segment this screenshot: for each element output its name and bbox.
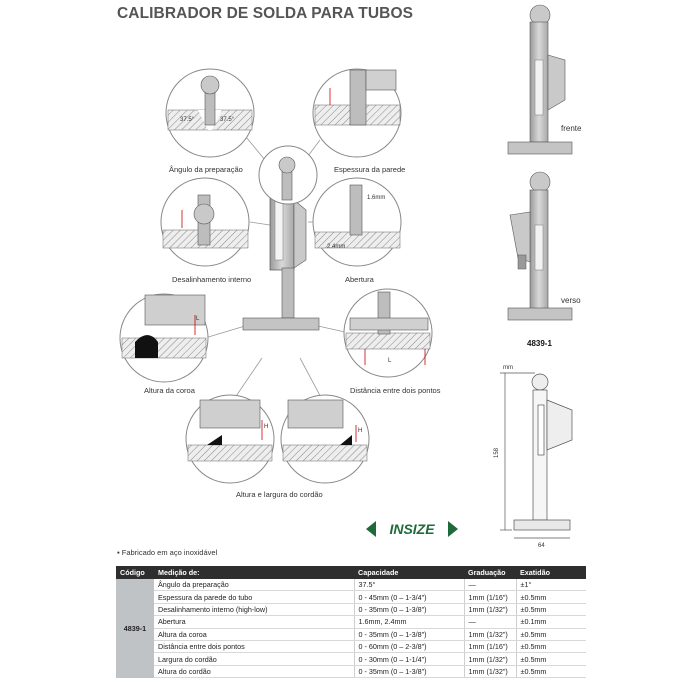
- insize-logo: INSIZE: [366, 521, 458, 537]
- bevel-angle-detail: [167, 75, 253, 131]
- center-gauge: [242, 189, 320, 331]
- row-capacity: 0 - 60mm (0 – 2-3/8"): [353, 640, 464, 654]
- product-model-label: 4839-1: [527, 339, 552, 348]
- row-graduation: 1mm (1/16"): [463, 640, 516, 654]
- row-capacity: 0 - 45mm (0 – 1-3/4"): [353, 590, 464, 604]
- row-measurement: Altura do cordão: [154, 665, 354, 679]
- distance-l-label: L: [388, 358, 392, 364]
- row-graduation: 1mm (1/32"): [463, 665, 516, 679]
- caption-distance: Distância entre dois pontos: [350, 386, 441, 395]
- table-row: Altura da coroa 0 - 35mm (0 – 1-3/8") 1m…: [116, 628, 586, 641]
- row-capacity: 0 - 30mm (0 – 1-1/4"): [353, 652, 464, 666]
- opening-top-label: 1.6mm: [367, 195, 385, 201]
- row-graduation: 1mm (1/16"): [463, 590, 516, 604]
- dimension-height: 158: [494, 447, 500, 458]
- row-capacity: 0 - 35mm (0 – 1-3/8"): [353, 628, 464, 641]
- table-row: Abertura 1.6mm, 2.4mm — ±0.1mm: [116, 615, 586, 629]
- opening-bottom-label: 2.4mm: [327, 244, 345, 250]
- caption-crown-height: Altura da coroa: [144, 386, 196, 395]
- header-code: Código: [116, 566, 154, 579]
- material-note-text: Fabricado em aço inoxidável: [121, 548, 218, 557]
- row-graduation: —: [463, 579, 516, 592]
- row-accuracy: ±0.5mm: [515, 590, 586, 604]
- row-measurement: Desalinhamento interno (high-low): [154, 603, 354, 617]
- crown-height-detail: [121, 294, 207, 359]
- row-capacity: 1.6mm, 2.4mm: [353, 615, 464, 629]
- material-note: ▪ Fabricado em aço inoxidável: [117, 548, 218, 557]
- angle-left-label: 37.5°: [180, 117, 195, 123]
- row-accuracy: ±1°: [515, 579, 586, 592]
- header-accuracy: Exatidão: [516, 566, 586, 579]
- table-header-row: Código Medição de: Capacidade Graduação …: [116, 566, 586, 579]
- row-measurement: Largura do cordão: [154, 652, 354, 666]
- row-capacity: 0 - 35mm (0 – 1-3/8"): [353, 603, 464, 617]
- row-accuracy: ±0.1mm: [515, 615, 586, 629]
- dimension-unit: mm: [503, 365, 513, 371]
- angle-right-label: 37.5°: [220, 117, 235, 123]
- caption-prep-angle: Ângulo da preparação: [169, 165, 243, 174]
- row-capacity: 37.5°: [353, 579, 464, 592]
- crown-l-label: L: [196, 316, 200, 322]
- table-row: Largura do cordão 0 - 30mm (0 – 1-1/4") …: [116, 652, 586, 666]
- brand-logo-text: INSIZE: [389, 521, 435, 537]
- front-view-label: frente: [561, 124, 582, 133]
- distance-detail: [345, 291, 431, 365]
- table-row: 4839-1 Ângulo da preparação 37.5° — ±1°: [116, 579, 586, 678]
- row-measurement: Distância entre dois pontos: [154, 640, 354, 654]
- misalignment-detail: [162, 194, 249, 249]
- header-graduation: Graduação: [464, 566, 516, 579]
- product-front-view: [507, 4, 573, 155]
- detail-circles: [119, 68, 433, 484]
- product-back-view: [507, 171, 573, 321]
- table-row: Espessura da parede do tubo 0 - 45mm (0 …: [116, 590, 586, 604]
- table-row: Altura do cordão 0 - 35mm (0 – 1-3/8") 1…: [116, 665, 586, 679]
- caption-bead: Altura e largura do cordão: [236, 490, 323, 499]
- row-accuracy: ±0.5mm: [515, 603, 586, 617]
- row-accuracy: ±0.5mm: [515, 665, 586, 679]
- tool-top-detail: [278, 156, 296, 201]
- row-graduation: 1mm (1/32"): [463, 603, 516, 617]
- back-view-label: verso: [561, 296, 581, 305]
- product-code-cell: 4839-1: [116, 579, 154, 678]
- row-measurement: Espessura da parede do tubo: [154, 590, 354, 604]
- header-measurement: Medição de:: [154, 566, 354, 579]
- specification-table: Código Medição de: Capacidade Graduação …: [116, 566, 586, 679]
- row-measurement: Altura da coroa: [154, 628, 354, 641]
- row-graduation: 1mm (1/32"): [463, 628, 516, 641]
- page-title: CALIBRADOR DE SOLDA PARA TUBOS: [117, 5, 414, 22]
- wall-thickness-detail: [314, 69, 401, 126]
- row-measurement: Ângulo da preparação: [154, 579, 354, 592]
- row-capacity: 0 - 35mm (0 – 1-3/8"): [353, 665, 464, 679]
- opening-detail: [314, 184, 401, 249]
- dimension-width: 64: [538, 543, 545, 549]
- caption-opening: Abertura: [345, 275, 375, 284]
- caption-wall-thickness: Espessura da parede: [334, 165, 405, 174]
- table-row: Distância entre dois pontos 0 - 60mm (0 …: [116, 640, 586, 654]
- row-accuracy: ±0.5mm: [515, 640, 586, 654]
- row-accuracy: ±0.5mm: [515, 628, 586, 641]
- bead-detail-2: [282, 399, 368, 462]
- row-measurement: Abertura: [154, 615, 354, 629]
- row-accuracy: ±0.5mm: [515, 652, 586, 666]
- bead-detail-1: [187, 399, 273, 462]
- bead-h-label: H: [264, 424, 268, 430]
- header-capacity: Capacidade: [354, 566, 464, 579]
- row-graduation: 1mm (1/32"): [463, 652, 516, 666]
- caption-internal-misalignment: Desalinhamento interno: [172, 275, 251, 284]
- table-row: Desalinhamento interno (high-low) 0 - 35…: [116, 603, 586, 617]
- bead-h-label-2: H: [358, 428, 362, 434]
- row-graduation: —: [463, 615, 516, 629]
- product-dimension-drawing: [500, 372, 573, 539]
